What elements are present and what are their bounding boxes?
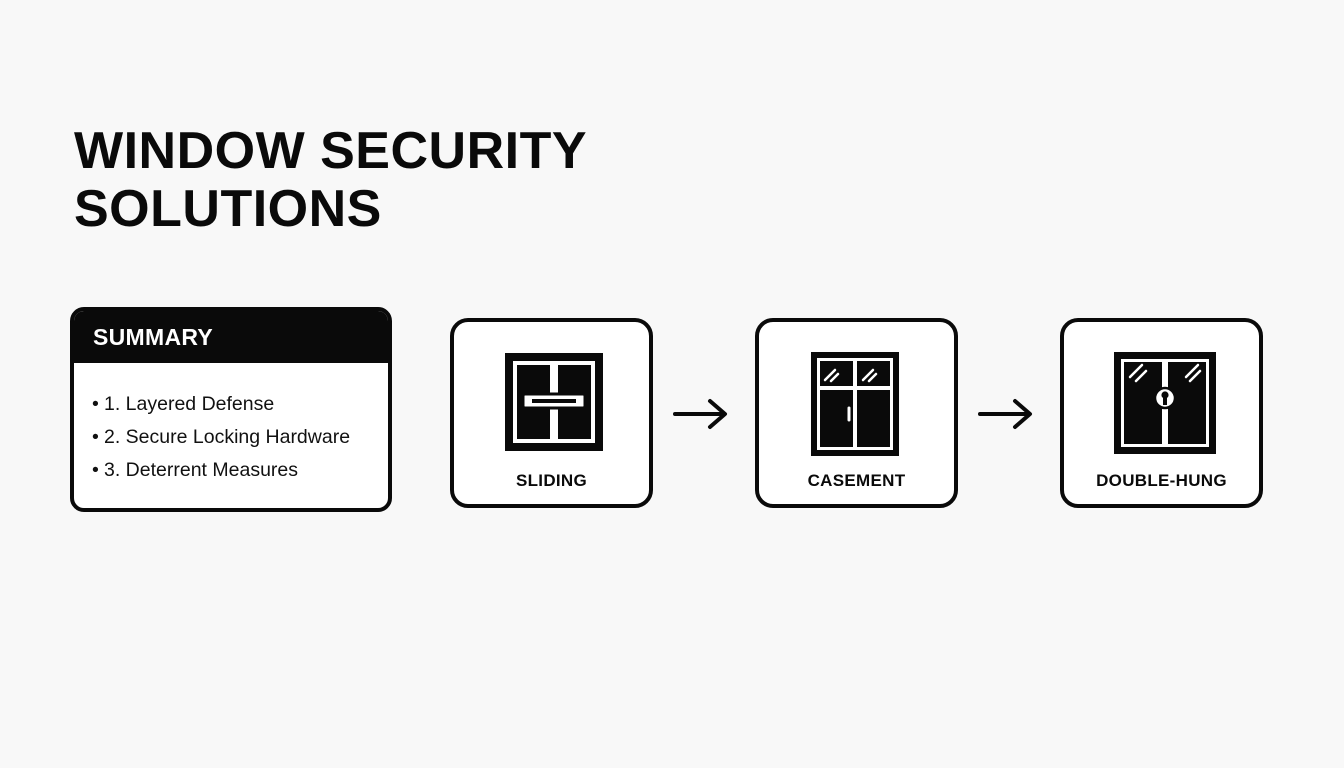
- summary-list: •1. Layered Defense •2. Secure Locking H…: [74, 363, 388, 487]
- title-line-2: SOLUTIONS: [74, 180, 382, 238]
- step-card-double-hung: DOUBLE-HUNG: [1060, 318, 1263, 508]
- summary-box: SUMMARY •1. Layered Defense •2. Secure L…: [70, 307, 392, 512]
- step-label: DOUBLE-HUNG: [1096, 471, 1227, 490]
- summary-item-text: 2. Secure Locking Hardware: [104, 426, 351, 448]
- summary-item-text: 1. Layered Defense: [104, 393, 275, 415]
- summary-item: •3. Deterrent Measures: [92, 454, 388, 487]
- double-hung-window-icon: [1114, 352, 1216, 454]
- summary-header: SUMMARY: [74, 311, 388, 363]
- summary-item-text: 3. Deterrent Measures: [104, 459, 299, 481]
- bullet-icon: •: [92, 459, 99, 481]
- step-card-sliding: SLIDING: [450, 318, 653, 508]
- step-label: SLIDING: [515, 471, 588, 490]
- bullet-icon: •: [92, 393, 99, 415]
- arrow-right-icon: [978, 399, 1032, 429]
- arrow-right-icon: [673, 399, 727, 429]
- page-title: WINDOW SECURITY SOLUTIONS: [74, 122, 694, 238]
- bullet-icon: •: [92, 426, 99, 448]
- casement-window-icon: [811, 352, 899, 456]
- step-card-casement: CASEMENT: [755, 318, 958, 508]
- sliding-window-icon: [505, 353, 603, 451]
- summary-item: •2. Secure Locking Hardware: [92, 421, 388, 454]
- title-line-1: WINDOW SECURITY: [74, 122, 588, 180]
- summary-item: •1. Layered Defense: [92, 388, 388, 421]
- step-label: CASEMENT: [807, 471, 906, 490]
